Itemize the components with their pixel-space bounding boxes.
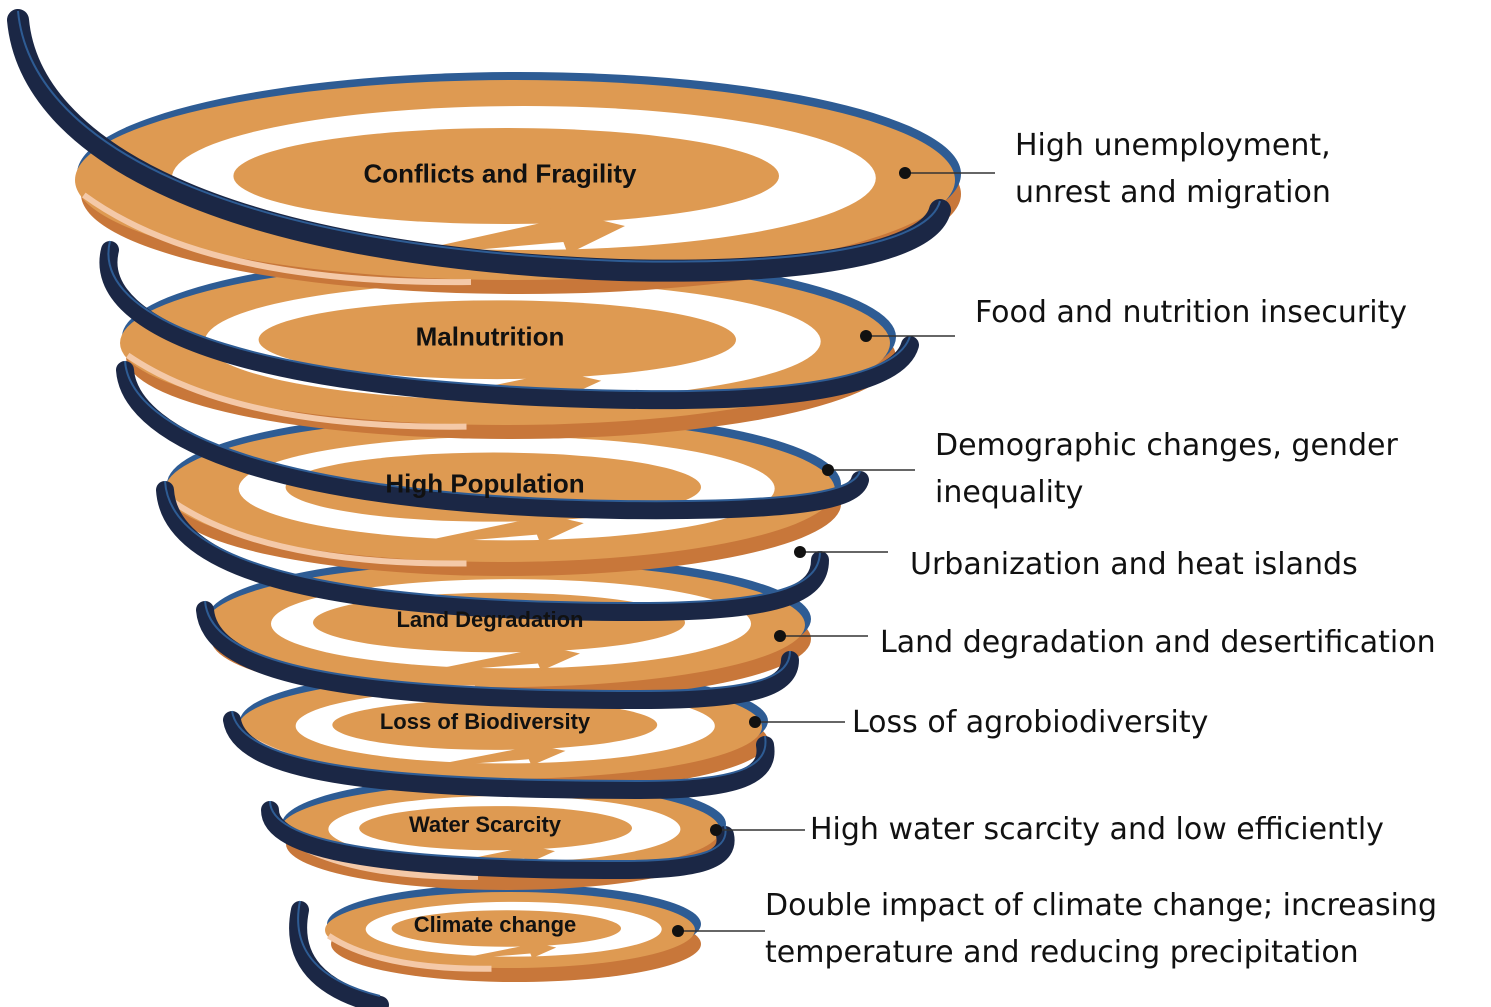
- bullet-dot-icon: [899, 167, 911, 179]
- impact-text: Loss of agrobiodiversity: [852, 705, 1208, 740]
- bullet-dot-icon: [794, 546, 806, 558]
- tier-label: Malnutrition: [416, 322, 565, 352]
- ring-core: [233, 128, 779, 224]
- ribbon-strand-edge: [204, 600, 791, 693]
- impact-callout: Demographic changes, gender inequality: [822, 428, 1398, 510]
- impact-text-line: High unemployment,: [1015, 128, 1331, 163]
- ribbon-strand-edge: [124, 360, 861, 503]
- impact-text-line: Food and nutrition insecurity: [975, 295, 1407, 330]
- bullet-dot-icon: [860, 330, 872, 342]
- impact-callout: Double impact of climate change; increas…: [672, 888, 1437, 970]
- ribbon-strand: [156, 481, 829, 622]
- ribbon-strand: [116, 361, 869, 520]
- ring-highlight: [169, 498, 467, 567]
- ribbon-strand: [7, 9, 951, 282]
- ring-core: [359, 806, 632, 851]
- bullet-dot-icon: [710, 824, 722, 836]
- tier-labels: Conflicts and FragilityMalnutritionHigh …: [363, 159, 637, 938]
- impact-text: Urbanization and heat islands: [910, 547, 1358, 582]
- ribbon-strand-edge: [269, 800, 727, 863]
- ribbon-strand: [196, 601, 799, 710]
- ribbon-strand-edge: [231, 710, 767, 783]
- impact-callout: Food and nutrition insecurity: [860, 295, 1407, 342]
- impact-text: High water scarcity and low efficiently: [810, 812, 1384, 847]
- ribbon-strand: [261, 801, 735, 880]
- ring-highlight: [126, 352, 467, 430]
- impact-text-line: Demographic changes, gender: [935, 428, 1398, 463]
- ring-highlight: [327, 933, 492, 972]
- impact-text: Demographic changes, gender inequality: [935, 428, 1398, 510]
- impact-text-line: unrest and migration: [1015, 175, 1331, 210]
- ribbon-strand: [99, 241, 919, 410]
- spiral-ring: [325, 884, 701, 982]
- impact-callouts: High unemployment, unrest and migrationFo…: [672, 128, 1437, 970]
- impact-text: High unemployment, unrest and migration: [1015, 128, 1331, 210]
- impact-callout: Land degradation and desertification: [774, 625, 1436, 660]
- impact-text: Food and nutrition insecurity: [975, 295, 1407, 330]
- tier-label: Loss of Biodiversity: [380, 709, 591, 734]
- tier-label: High Population: [385, 469, 584, 499]
- ribbon-strand-edge: [297, 900, 381, 997]
- ring-core: [258, 300, 736, 380]
- ring-highlight: [82, 192, 472, 286]
- impact-text: Double impact of climate change; increas…: [765, 888, 1437, 970]
- impact-text-line: Urbanization and heat islands: [910, 547, 1358, 582]
- arrow-icon: [415, 642, 580, 674]
- bullet-dot-icon: [672, 925, 684, 937]
- impact-text-line: inequality: [935, 475, 1083, 510]
- ring-core: [332, 699, 658, 750]
- ribbon-strand-edge: [107, 240, 911, 393]
- tier-label: Water Scarcity: [409, 812, 562, 837]
- impact-text-line: temperature and reducing precipitation: [765, 935, 1359, 970]
- impact-text-line: High water scarcity and low efficiently: [810, 812, 1384, 847]
- ring-core: [391, 910, 621, 947]
- tier-label: Conflicts and Fragility: [363, 159, 637, 189]
- ribbon-strand-edge: [17, 10, 941, 263]
- impact-callout: High unemployment, unrest and migration: [899, 128, 1331, 210]
- ribbon-strand-edge: [164, 480, 821, 605]
- bullet-dot-icon: [822, 464, 834, 476]
- tier-label: Land Degradation: [396, 607, 583, 632]
- bullet-dot-icon: [749, 716, 761, 728]
- tier-label: Climate change: [414, 912, 577, 937]
- ribbon-strand: [223, 711, 775, 800]
- impact-callout: Loss of agrobiodiversity: [749, 705, 1208, 740]
- impact-text-line: Loss of agrobiodiversity: [852, 705, 1208, 740]
- arrow-icon: [421, 741, 566, 768]
- impact-text-line: Land degradation and desertification: [880, 625, 1436, 660]
- bullet-dot-icon: [774, 630, 786, 642]
- impact-callout: Urbanization and heat islands: [794, 546, 1358, 582]
- impact-callout: High water scarcity and low efficiently: [710, 812, 1384, 847]
- arrow-icon: [454, 940, 557, 960]
- impact-text-line: Double impact of climate change; increas…: [765, 888, 1437, 923]
- arrow-icon: [399, 510, 584, 547]
- impact-text: Land degradation and desertification: [880, 625, 1436, 660]
- navy-spiral-ribbon: [7, 9, 951, 1007]
- spiral-ring: [165, 410, 841, 576]
